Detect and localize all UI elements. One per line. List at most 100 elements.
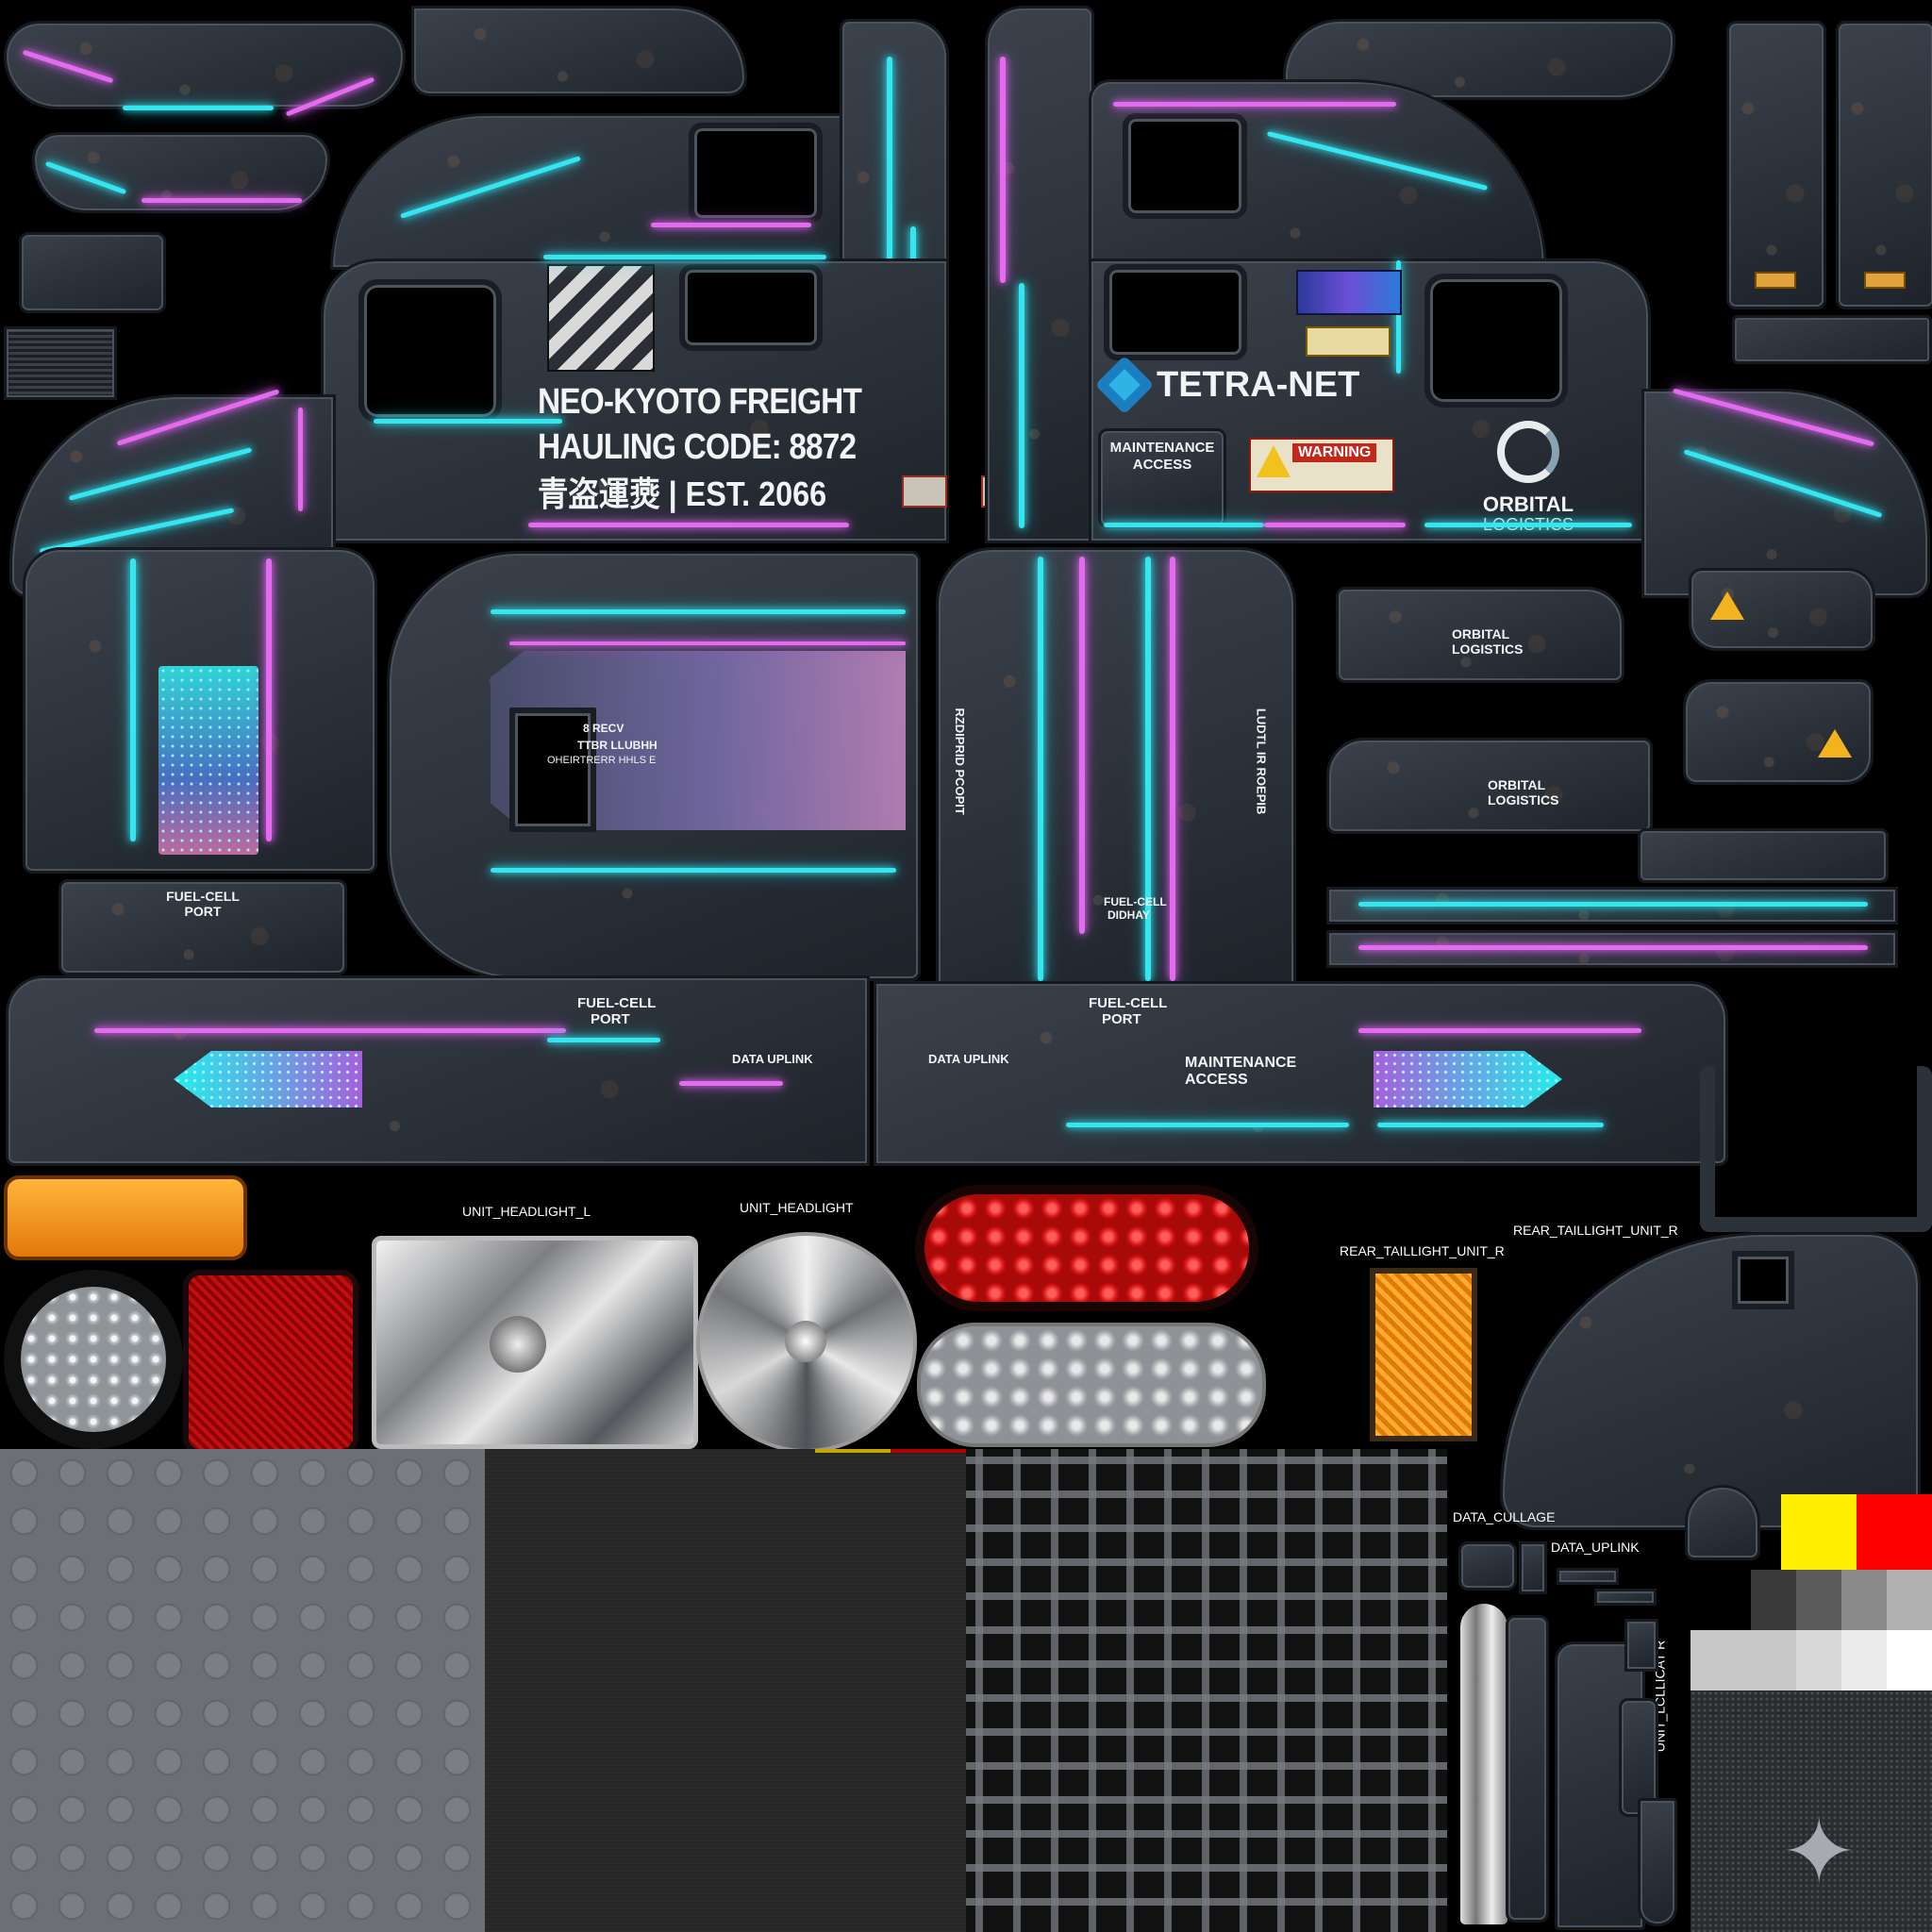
headlight-bulb — [490, 1316, 546, 1373]
amber-rear-taillight — [1370, 1268, 1477, 1441]
maintenance-bottom: ACCESS — [1132, 457, 1192, 473]
neon-strip — [374, 419, 562, 424]
caption-headlight: UNIT_HEADLIGHT — [740, 1200, 854, 1215]
livery-line-1: NEO-KYOTO FREIGHT — [538, 382, 862, 422]
caption-rear-taillight: REAR_TAILLIGHT_UNIT_R — [1513, 1223, 1678, 1238]
clip-a — [1624, 1619, 1658, 1672]
swatch-yellow — [1781, 1494, 1857, 1570]
side-skirt-right — [874, 981, 1728, 1166]
bumper-fuel-port: FUEL-CELL PORT — [58, 879, 347, 975]
orbital-top: ORBITAL — [1482, 492, 1574, 516]
cab-roof-window-right — [1123, 113, 1247, 219]
square-red-taillight — [183, 1270, 358, 1455]
data-uplink-label-right: DATA UPLINK — [928, 1052, 1009, 1066]
small-part-grommet — [1685, 1485, 1760, 1560]
neon-strip — [1424, 523, 1632, 527]
neon-strip — [1104, 523, 1264, 527]
cab-roof-window-left — [689, 123, 823, 224]
knurl-swatch: ✦ — [1690, 1690, 1932, 1932]
hood-intake — [509, 708, 596, 832]
headlight-round-bulb — [785, 1321, 826, 1362]
orbital-ring-logo-icon — [1497, 421, 1559, 483]
round-led-light — [4, 1270, 183, 1449]
cab-roof-left — [330, 113, 940, 270]
small-plate-b — [1594, 1589, 1657, 1606]
orbital-small-bottom-2: LOGISTICS — [1488, 792, 1559, 808]
neon-strip — [1264, 523, 1406, 527]
front-grille-panel — [936, 547, 1296, 991]
mirror-bracket — [19, 232, 166, 313]
door-sill — [1732, 315, 1932, 364]
headlight-round — [696, 1232, 917, 1453]
skirt-grille-left — [174, 1051, 362, 1108]
biohazard-icon — [1818, 729, 1852, 758]
grille-fuel-bottom: DIDHAY — [1108, 908, 1150, 922]
carbon-swatch — [485, 1449, 966, 1932]
grey-swatch-left — [1690, 1630, 1751, 1690]
neon-strip — [491, 868, 896, 873]
maintenance-top: MAINTENANCE — [1109, 440, 1215, 456]
mesh-weave — [966, 1449, 1447, 1932]
neon-strip — [1358, 945, 1868, 950]
trim-slot — [1638, 828, 1889, 883]
neon-strip — [1000, 57, 1006, 283]
skirt-maint-bottom: ACCESS — [1185, 1072, 1248, 1088]
neon-strip — [543, 255, 826, 259]
neon-strip — [1170, 557, 1175, 981]
neon-strip — [1038, 557, 1043, 981]
grille-vertical-left: RZDIPRID PCOPIT — [952, 708, 967, 815]
door-caution-sticker — [1755, 272, 1796, 289]
neon-strip — [1066, 1123, 1349, 1127]
caption-rear-taillight-small: REAR_TAILLIGHT_UNIT_R — [1340, 1243, 1505, 1258]
electric-hazard-icon — [1257, 445, 1291, 477]
neon-strip — [1358, 1028, 1641, 1033]
red-oval-lens — [924, 1194, 1249, 1302]
vent-grille — [4, 326, 117, 400]
swatch-red — [1857, 1494, 1932, 1570]
side-skirt-left — [6, 975, 870, 1166]
grey-swatch-grid — [1751, 1570, 1932, 1690]
four-point-star-icon: ✦ — [1781, 1802, 1857, 1903]
caution-tag — [1306, 326, 1391, 357]
chrome-bar — [1460, 1604, 1507, 1924]
tetra-net-wordmark: TETRA-NET — [1157, 364, 1360, 405]
neon-strip — [491, 609, 906, 614]
skirt-grille-right — [1374, 1051, 1562, 1108]
plate-tile-pattern — [0, 1449, 485, 1932]
warning-text: WARNING — [1292, 443, 1377, 462]
skirt-fuel-bottom: PORT — [591, 1011, 630, 1027]
door-panel-right — [1836, 21, 1932, 309]
headlight-left — [372, 1236, 698, 1449]
cab-side-window-left — [679, 264, 823, 351]
door-panel-left — [1726, 21, 1826, 309]
hood-code-b: TTBR LLUBHH — [577, 739, 658, 752]
small-part-cap — [1458, 1541, 1517, 1591]
warning-sticker — [902, 475, 947, 508]
neon-strip — [298, 408, 303, 511]
clip-b — [1619, 1698, 1658, 1817]
mudguard-cutout — [1732, 1251, 1794, 1309]
plate-tile-swatch — [0, 1449, 485, 1932]
neon-strip — [1019, 283, 1024, 528]
neon-strip — [1079, 557, 1085, 934]
neon-strip — [142, 198, 302, 203]
neon-strip — [547, 1038, 660, 1042]
neon-strip — [266, 558, 272, 841]
small-part-wedge — [1519, 1541, 1547, 1594]
caption-data-cullage: DATA_CULLAGE — [1453, 1509, 1556, 1524]
orbital-logo: ORBITAL LOGISTICS — [1472, 421, 1585, 535]
skirt-maint-top: MAINTENANCE — [1185, 1055, 1297, 1071]
small-plate-a — [1557, 1568, 1619, 1585]
neon-strip — [679, 1081, 783, 1086]
step-bracket-upper: ORBITAL LOGISTICS — [1336, 587, 1624, 683]
neon-strip — [1358, 902, 1868, 907]
neon-strip — [1113, 102, 1396, 107]
cab-door-window-right — [1424, 274, 1568, 408]
skirt-fuel-top-r: FUEL-CELL — [1089, 995, 1168, 1011]
livery-line-2: HAULING CODE: 8872 — [538, 426, 857, 467]
cab-side-window-right — [1104, 264, 1247, 360]
grille-vertical-right: LUDTL IR ROEPIB — [1254, 708, 1269, 815]
roof-spoiler-lower — [32, 132, 330, 213]
fuel-port-top: FUEL-CELL — [166, 889, 240, 904]
neon-strip — [887, 57, 892, 302]
